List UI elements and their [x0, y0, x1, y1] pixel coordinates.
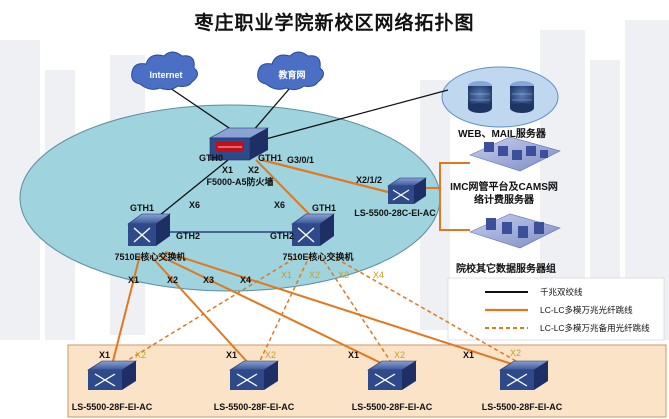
link-coreL-access3 [157, 254, 386, 366]
database-server-icon [468, 81, 492, 113]
web-mail-server-label: WEB、MAIL服务器 [458, 127, 547, 140]
link-coreR-access1 [119, 254, 301, 366]
coreR-downlink-x1: X1 [281, 270, 292, 280]
firewall-icon [208, 127, 270, 161]
access4-x2: X2 [510, 348, 521, 358]
coreL-downlink-x4: X4 [240, 275, 251, 285]
access3-x2: X2 [394, 350, 405, 360]
access3-label: LS-5500-28F-EI-AC [352, 402, 433, 412]
coreR-downlink-x3: X3 [338, 270, 349, 280]
core-switch-left-icon [127, 213, 171, 246]
edu-network-cloud-icon [257, 51, 324, 91]
core-left-label: 7510E核心交换机 [114, 251, 185, 262]
link-agg-other [439, 188, 470, 231]
access-switch-4-icon [498, 360, 550, 390]
coreR-downlink-x2: X2 [309, 270, 320, 280]
server-group-icon [469, 136, 561, 172]
web-server-zone [441, 66, 559, 128]
link-firewall-agg [261, 158, 389, 194]
link-coreL-access2 [149, 254, 251, 366]
page-title: 枣庄职业学院新校区网络拓扑图 [194, 12, 475, 34]
link-coreL-access4 [164, 251, 516, 366]
firewall-label: F5000-A5防火墙 [206, 176, 273, 187]
access2-x1: X1 [226, 350, 237, 360]
access1-x2: X2 [135, 350, 146, 360]
link-edu-firewall [251, 87, 291, 133]
core-right-port-top: GTH1 [312, 203, 336, 213]
firewall-x1: X1 [222, 165, 233, 175]
firewall-port-right: GTH1 [258, 153, 282, 163]
access1-x1: X1 [99, 350, 110, 360]
agg-switch-icon [387, 177, 427, 204]
core-switch-right-icon [291, 213, 335, 246]
core-right-label: 7510E核心交换机 [282, 251, 353, 262]
agg-port-srv: X2/1/2 [356, 175, 382, 185]
legend-fiber-main-label: LC-LC多模万兆光纤跳线 [540, 305, 633, 315]
core-left-port-top: GTH1 [130, 203, 154, 213]
core-left-x6: X6 [189, 200, 200, 210]
server-group-icon [469, 213, 561, 249]
access-switch-3-icon [366, 360, 418, 390]
firewall-port-left: GTH0 [199, 153, 223, 163]
coreL-downlink-x3: X3 [203, 275, 214, 285]
coreL-downlink-x1: X1 [128, 275, 139, 285]
imc-server-label-line1: IMC网管平台及CAMS网 [450, 180, 558, 193]
edu-network-label: 教育网 [277, 69, 305, 80]
coreL-downlink-x2: X2 [167, 275, 178, 285]
link-coreR-access3 [319, 254, 394, 366]
agg-port-fw: G3/0/1 [287, 155, 314, 165]
link-coreL-access1 [111, 254, 141, 366]
legend-fiber-backup-label: LC-LC多模万兆备用光纤跳线 [540, 323, 650, 333]
access2-x2: X2 [265, 350, 276, 360]
access1-label: LS-5500-28F-EI-AC [72, 402, 153, 412]
core-right-port-left: GTH2 [270, 231, 294, 241]
core-right-x6: X6 [274, 200, 285, 210]
access3-x1: X1 [348, 350, 359, 360]
core-left-port-right: GTH2 [176, 231, 200, 241]
link-coreR-access4 [329, 254, 524, 366]
agg-switch-label: LS-5500-28C-EI-AC [354, 208, 436, 218]
link-firewall-core-right [255, 159, 311, 216]
access4-label: LS-5500-28F-EI-AC [482, 402, 563, 412]
access2-label: LS-5500-28F-EI-AC [214, 402, 295, 412]
database-server-icon [510, 81, 534, 113]
link-internet-firewall [169, 87, 236, 133]
legend-copper-label: 千兆双绞线 [540, 287, 583, 297]
imc-server-label-line2: 络计费服务器 [474, 193, 535, 206]
access-switch-2-icon [228, 360, 280, 390]
legend-panel [447, 277, 665, 341]
internet-label: Internet [149, 70, 182, 80]
link-agg-imc [424, 162, 470, 189]
firewall-x2: X2 [248, 165, 259, 175]
access4-x1: X1 [463, 350, 474, 360]
internet-cloud-icon [131, 51, 198, 91]
link-coreR-access2 [257, 254, 311, 366]
link-firewall-core-left [159, 159, 229, 216]
link-firewall-webserver [261, 89, 449, 141]
coreR-downlink-x4: X4 [373, 270, 384, 280]
other-server-label: 院校其它数据服务器组 [456, 262, 556, 275]
access-switch-1-icon [86, 360, 138, 390]
